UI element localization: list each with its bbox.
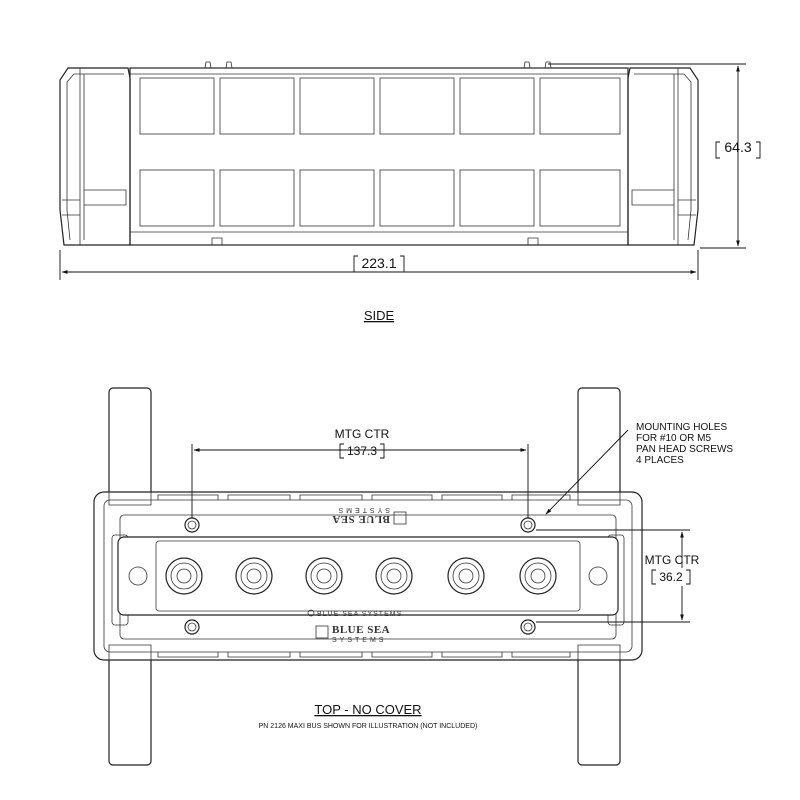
top-dimensions (191, 429, 690, 623)
mtg-ctr-long-label: MTG CTR (335, 427, 390, 441)
dim-height: 64.3 (724, 139, 751, 155)
top-view: BLUE SEA SYSTEMS BLUE SEA SYSTEMS BLUE S… (93, 387, 643, 766)
brand-logo-top: BLUE SEA SYSTEMS (332, 506, 407, 525)
side-dimensions (59, 63, 746, 280)
brand-bar-text: BLUE SEA SYSTEMS (307, 609, 402, 618)
top-view-note: PN 2126 MAXI BUS SHOWN FOR ILLUSTRATION … (259, 723, 478, 730)
svg-text:BLUE SEA: BLUE SEA (332, 513, 390, 525)
mtg-ctr-short-value: 36.2 (659, 570, 683, 584)
mounting-holes-callout: MOUNTING HOLES FOR #10 OR M5 PAN HEAD SC… (636, 422, 733, 466)
mtg-ctr-long-value: 137.3 (347, 444, 377, 458)
side-right-endcap (627, 67, 699, 246)
side-bottom-panels (139, 169, 621, 227)
side-left-endcap (59, 67, 131, 246)
mtg-ctr-short-label: MTG CTR (645, 553, 700, 567)
side-view-label: SIDE (364, 308, 395, 323)
svg-text:BLUE SEA SYSTEMS: BLUE SEA SYSTEMS (317, 611, 402, 618)
svg-text:SYSTEMS: SYSTEMS (332, 637, 386, 644)
svg-text:SYSTEMS: SYSTEMS (336, 506, 390, 513)
callout-line: PAN HEAD SCREWS (636, 444, 733, 455)
bus-bar (117, 536, 619, 616)
side-view (59, 61, 699, 246)
svg-text:BLUE SEA: BLUE SEA (332, 624, 390, 636)
callout-line: MOUNTING HOLES (636, 422, 727, 433)
terminal-studs (165, 557, 557, 595)
top-view-label: TOP - NO COVER (314, 702, 421, 717)
callout-line: 4 PLACES (636, 455, 684, 466)
side-top-panels (139, 77, 621, 135)
side-main-body (129, 67, 629, 246)
callout-line: FOR #10 OR M5 (636, 433, 711, 444)
dim-length: 223.1 (361, 255, 396, 271)
brand-logo-bottom: BLUE SEA SYSTEMS (315, 624, 390, 644)
